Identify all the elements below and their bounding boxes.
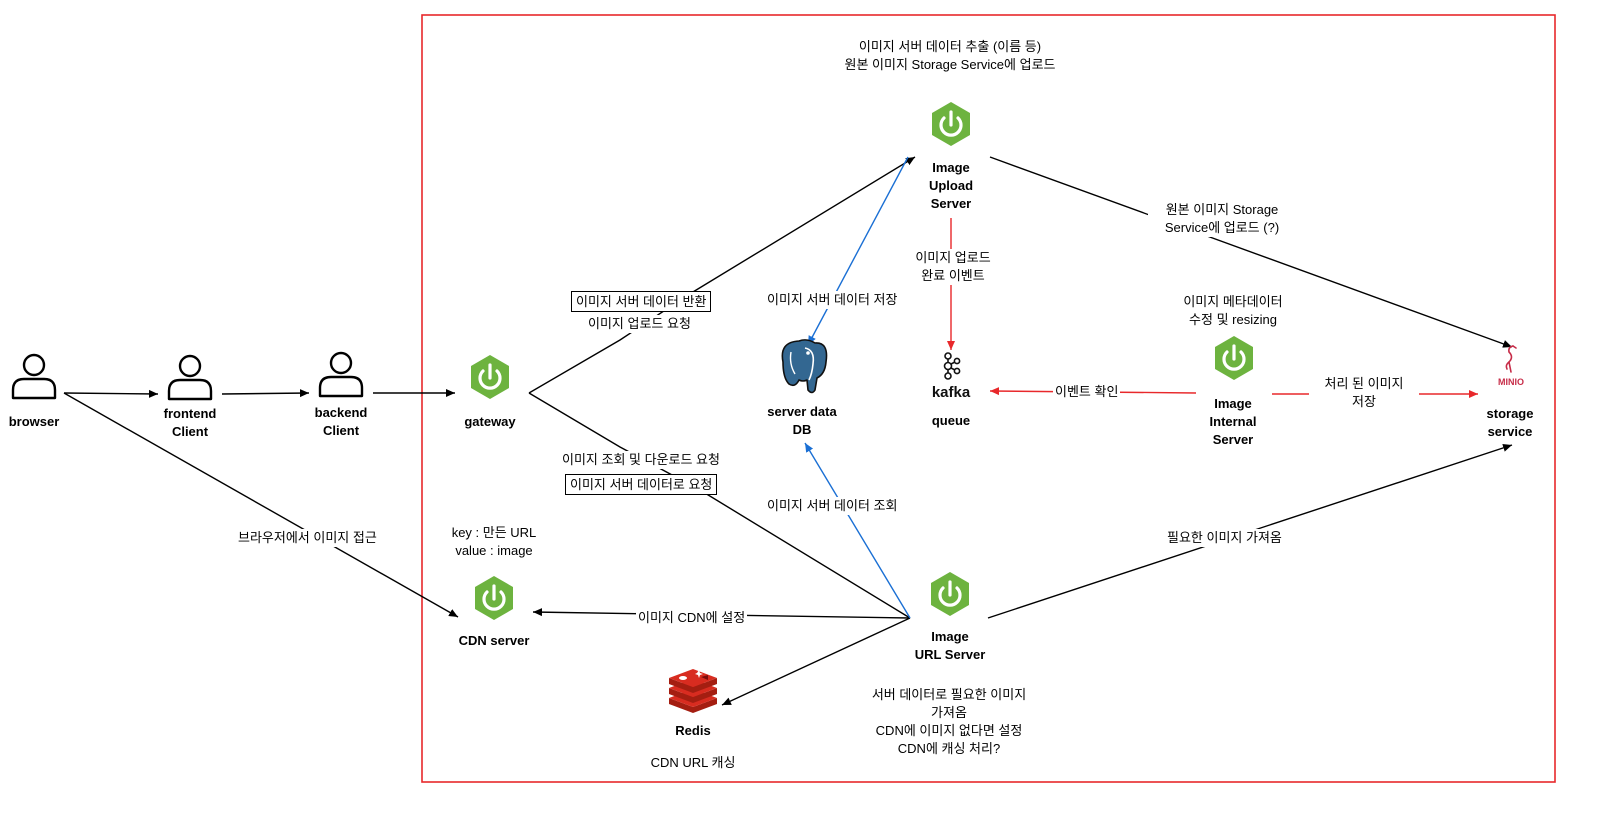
edge-label-fetch-image: 필요한 이미지 가져옴 [1165, 529, 1284, 547]
edge-url-redis [721, 617, 911, 706]
redis-icon [669, 669, 717, 713]
edge-label-line: 완료 이벤트 [921, 268, 985, 283]
note-line: 이미지 서버 데이터 추출 (이름 등) [858, 39, 1042, 54]
node-label-gateway: gateway [464, 414, 516, 429]
note-line: value : image [455, 543, 533, 558]
node-label-line: service [1487, 424, 1533, 439]
node-label-line: Image [931, 629, 969, 644]
note-line: 가져옴 [931, 705, 967, 720]
node-label-line: Internal [1209, 414, 1257, 429]
note-line: 원본 이미지 Storage Service에 업로드 [844, 57, 1056, 72]
edge-label-event-check: 이벤트 확인 [1053, 383, 1121, 401]
edge-label-line: 이미지 업로드 [915, 250, 991, 265]
node-label-redis: Redis [675, 723, 711, 738]
edge-label-line: Service에 업로드 (?) [1164, 220, 1280, 235]
kafka-icon [943, 352, 961, 380]
node-label-backend: backend Client [301, 404, 381, 440]
edge-gateway-upload [528, 156, 916, 394]
system-boundary-frame [421, 14, 1556, 783]
edge-label-line: 처리 된 이미지 [1324, 376, 1404, 391]
node-label-storage: storage service [1470, 405, 1550, 441]
edge-browser-frontend [63, 389, 159, 398]
note-upload-server: 이미지 서버 데이터 추출 (이름 등) 원본 이미지 Storage Serv… [800, 38, 1100, 74]
edge-label-db-query: 이미지 서버 데이터 조회 [765, 497, 900, 515]
edge-label-line: 원본 이미지 Storage [1165, 202, 1279, 217]
node-label-cdn-server: CDN server [458, 633, 530, 648]
node-label-line: Server [930, 196, 972, 211]
node-label-line: URL Server [914, 647, 986, 662]
edge-label-gateway-url-boxed: 이미지 서버 데이터로 요청 [565, 474, 718, 495]
node-label-line: server data [767, 404, 837, 419]
kafka-logo-text: kafka [932, 384, 971, 401]
node-label-line: DB [792, 422, 812, 437]
note-cdn-server: key : 만든 URL value : image [434, 524, 554, 560]
node-label-internal-server: Image Internal Server [1193, 395, 1273, 449]
spring-power-icon [930, 100, 972, 148]
note-line: 이미지 메타데이터 [1183, 294, 1283, 309]
edge-label-cdn-set: 이미지 CDN에 설정 [636, 609, 748, 627]
edge-label-gateway-upload: 이미지 업로드 요청 [586, 315, 693, 333]
postgresql-elephant-icon [781, 339, 828, 394]
node-label-upload-server: Image Upload Server [911, 159, 991, 213]
spring-power-icon [473, 574, 515, 622]
node-label-line: Upload [928, 178, 974, 193]
spring-power-icon [469, 353, 511, 401]
node-label-line: Server [1212, 432, 1254, 447]
edge-label-upload-complete: 이미지 업로드 완료 이벤트 [901, 249, 1005, 285]
note-url-server: 서버 데이터로 필요한 이미지 가져옴 CDN에 이미지 없다면 설정 CDN에… [849, 686, 1049, 758]
edge-label-original-upload: 원본 이미지 Storage Service에 업로드 (?) [1148, 201, 1296, 237]
note-line: 수정 및 resizing [1189, 312, 1277, 327]
node-label-queue: queue [931, 413, 971, 428]
node-label-server-db: server data DB [752, 403, 852, 439]
minio-flamingo-icon [1505, 345, 1517, 373]
note-line: key : 만든 URL [451, 525, 537, 540]
edge-upload-db [807, 156, 909, 346]
node-label-line: Client [322, 423, 360, 438]
edge-url-db [804, 442, 911, 619]
node-label-line: frontend [163, 406, 217, 421]
edge-frontend-backend [221, 389, 310, 398]
edge-label-browser-access: 브라우저에서 이미지 접근 [236, 529, 379, 547]
edge-label-db-save: 이미지 서버 데이터 저장 [765, 291, 900, 309]
spring-power-icon [929, 570, 971, 618]
edge-label-line: 저장 [1352, 394, 1376, 409]
person-icon [167, 354, 213, 401]
node-label-browser: browser [8, 414, 60, 429]
person-icon [318, 351, 364, 398]
edge-upload-storage [989, 156, 1513, 348]
edge-label-gateway-upload-boxed: 이미지 서버 데이터 반환 [571, 291, 712, 312]
person-icon [11, 353, 57, 400]
note-internal-server: 이미지 메타데이터 수정 및 resizing [1153, 293, 1313, 329]
note-line: CDN에 캐싱 처리? [897, 741, 1001, 756]
edge-browser-cdn [63, 392, 459, 618]
edge-label-gateway-url: 이미지 조회 및 다운로드 요청 [560, 451, 722, 469]
node-label-frontend: frontend Client [150, 405, 230, 441]
node-label-line: Image [932, 160, 970, 175]
edge-label-processed-save: 처리 된 이미지 저장 [1309, 375, 1419, 411]
node-label-url-server: Image URL Server [900, 628, 1000, 664]
node-label-line: backend [314, 405, 368, 420]
note-redis: CDN URL 캐싱 [650, 755, 736, 770]
node-label-line: Image [1214, 396, 1252, 411]
minio-logo-text: MINIO [1498, 377, 1524, 387]
node-label-line: storage [1486, 406, 1534, 421]
note-line: 서버 데이터로 필요한 이미지 [871, 687, 1027, 702]
spring-power-icon [1213, 334, 1255, 382]
note-line: CDN에 이미지 없다면 설정 [875, 723, 1023, 738]
node-label-line: Client [171, 424, 209, 439]
